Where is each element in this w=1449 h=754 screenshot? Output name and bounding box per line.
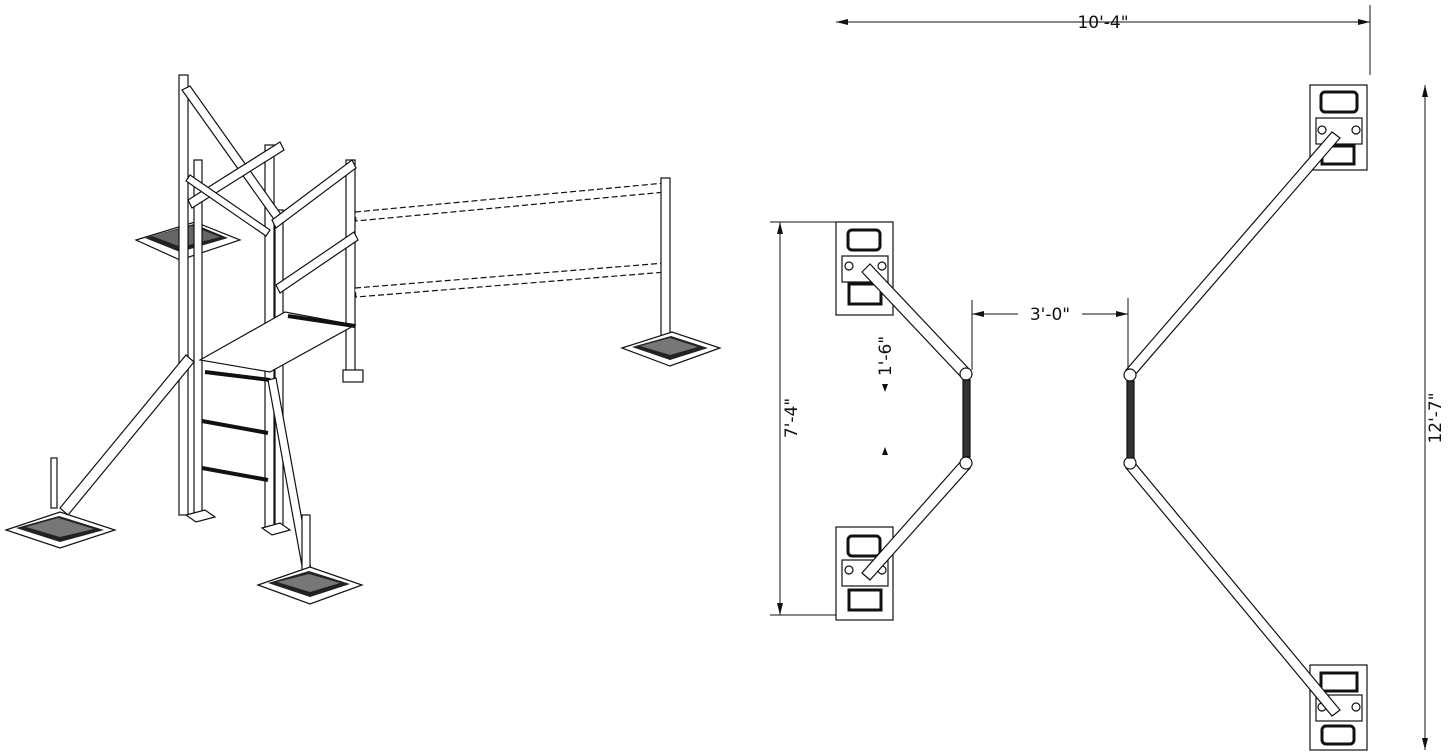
ballast-base-front: [256, 566, 364, 605]
dim-gap-width: 3'-0": [1030, 305, 1070, 325]
platform: [198, 311, 364, 383]
plan-right-arms: [1123, 131, 1341, 717]
guard-rails: [354, 177, 671, 339]
post-feet: [184, 509, 292, 536]
top-cross-braces: [181, 85, 359, 294]
dim-overall-width: 10'-4": [1077, 13, 1128, 33]
plan-ballast-right-bottom: [1309, 664, 1368, 751]
plan-view: [835, 84, 1368, 751]
ballast-base-right: [620, 331, 722, 367]
dim-platform-depth: 1'-6": [876, 336, 896, 376]
dimension-lines: [770, 5, 1428, 750]
ladder-posts: [178, 74, 356, 531]
left-diagonal-support: [50, 354, 195, 516]
plan-ballast-left-top: [835, 221, 894, 316]
ballast-base-left: [4, 511, 117, 549]
plan-left-arms: [861, 263, 973, 581]
dim-left-height: 7'-4": [782, 398, 802, 438]
dim-overall-height: 12'-7": [1426, 392, 1446, 443]
isometric-ladder-assembly: [4, 74, 722, 605]
ladder-rungs: [201, 419, 269, 482]
